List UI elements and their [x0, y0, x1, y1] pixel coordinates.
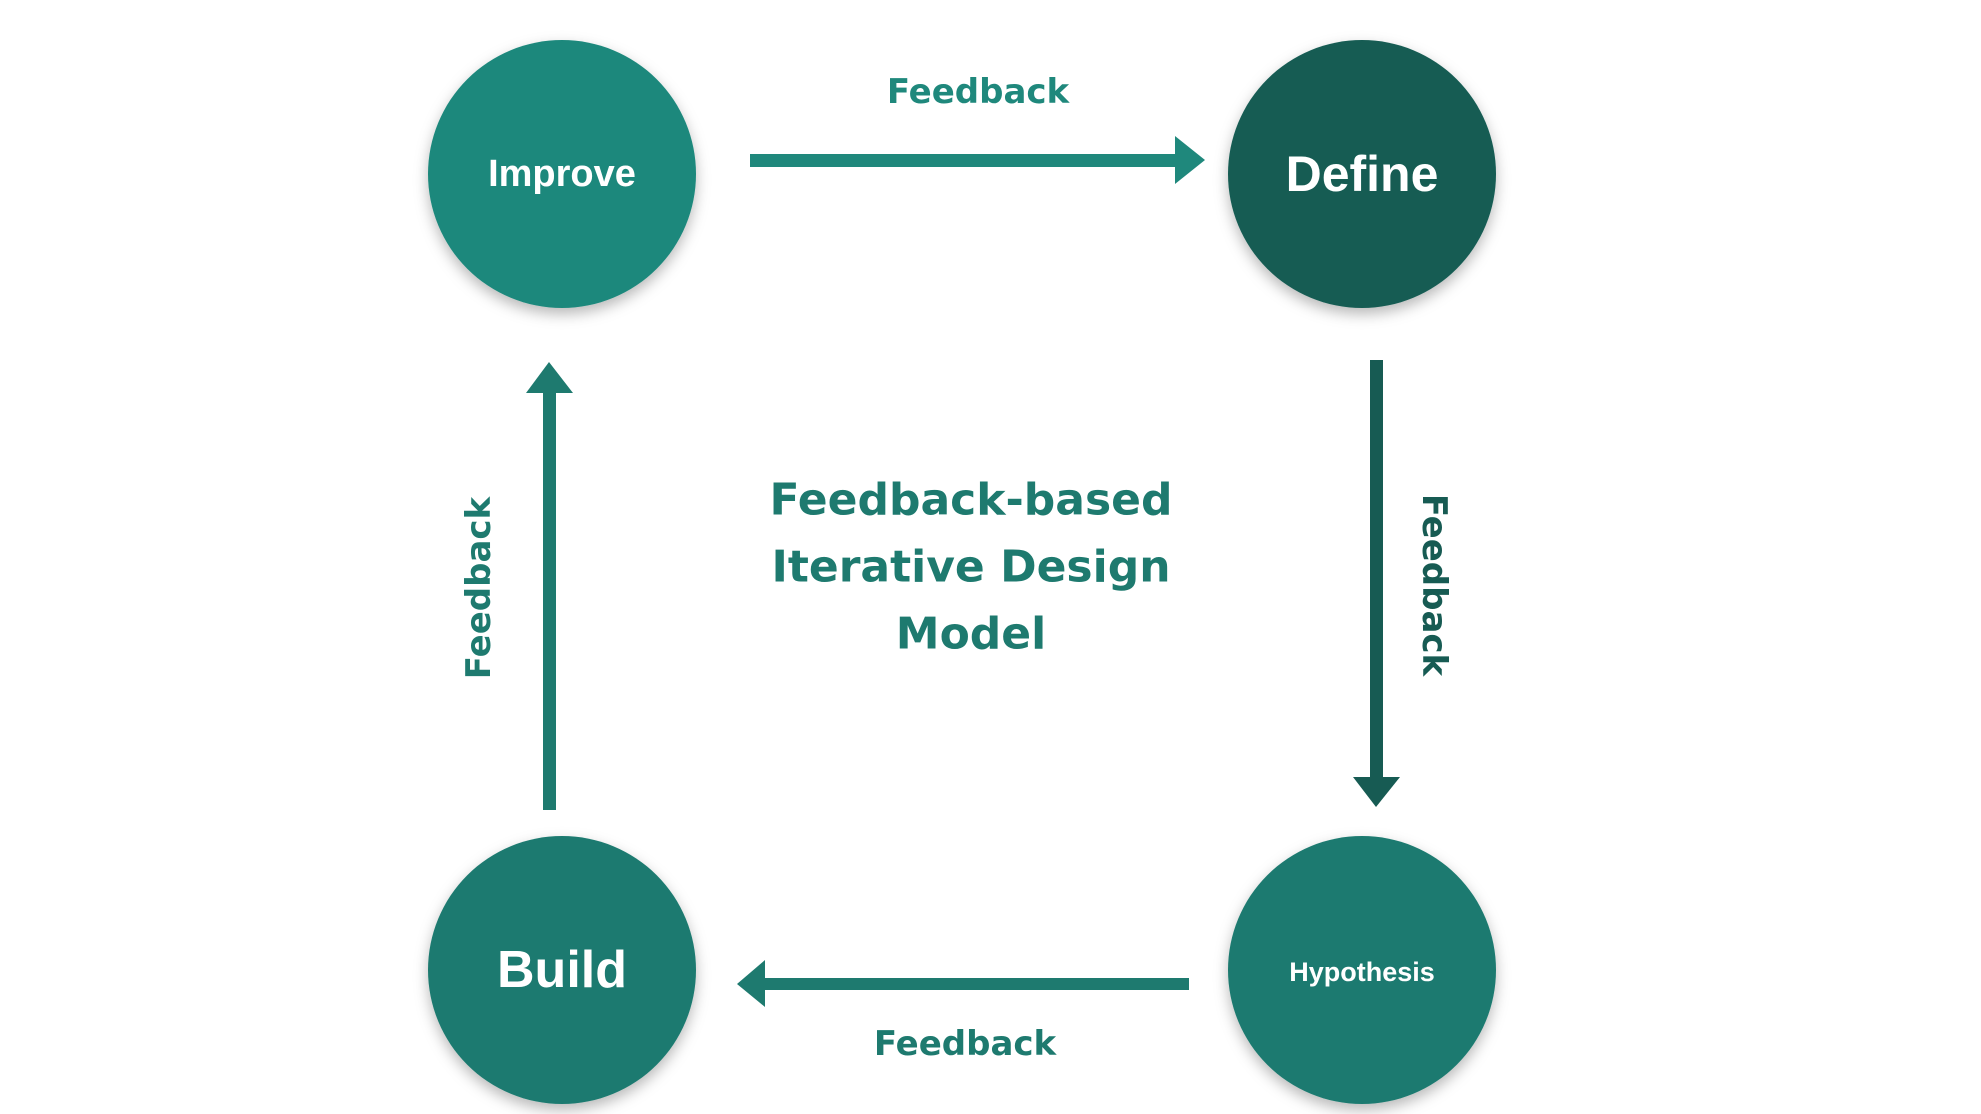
node-define: Define: [1228, 40, 1496, 308]
edge-label-improve-to-define: Feedback: [887, 72, 1071, 112]
node-build: Build: [428, 836, 696, 1104]
edge-build-to-improve: Feedback: [459, 362, 573, 810]
node-hypothesis-label: Hypothesis: [1289, 957, 1435, 987]
edge-define-to-hypothesis: Feedback: [1353, 360, 1454, 807]
node-define-label: Define: [1286, 146, 1439, 202]
edge-label-hypothesis-to-build: Feedback: [874, 1024, 1058, 1064]
edge-label-define-to-hypothesis: Feedback: [1414, 494, 1454, 678]
node-improve: Improve: [428, 40, 696, 308]
edge-hypothesis-to-build: Feedback: [737, 960, 1189, 1064]
diagram-title-line-3: Model: [896, 609, 1046, 660]
diagram-title: Feedback-based Iterative Design Model: [770, 475, 1173, 660]
node-hypothesis: Hypothesis: [1228, 836, 1496, 1104]
node-build-label: Build: [497, 941, 627, 999]
edge-improve-to-define: Feedback: [750, 72, 1205, 184]
edge-label-build-to-improve: Feedback: [459, 495, 499, 679]
diagram-title-line-2: Iterative Design: [771, 542, 1170, 593]
node-improve-label: Improve: [488, 153, 636, 195]
diagram-title-line-1: Feedback-based: [770, 475, 1173, 526]
